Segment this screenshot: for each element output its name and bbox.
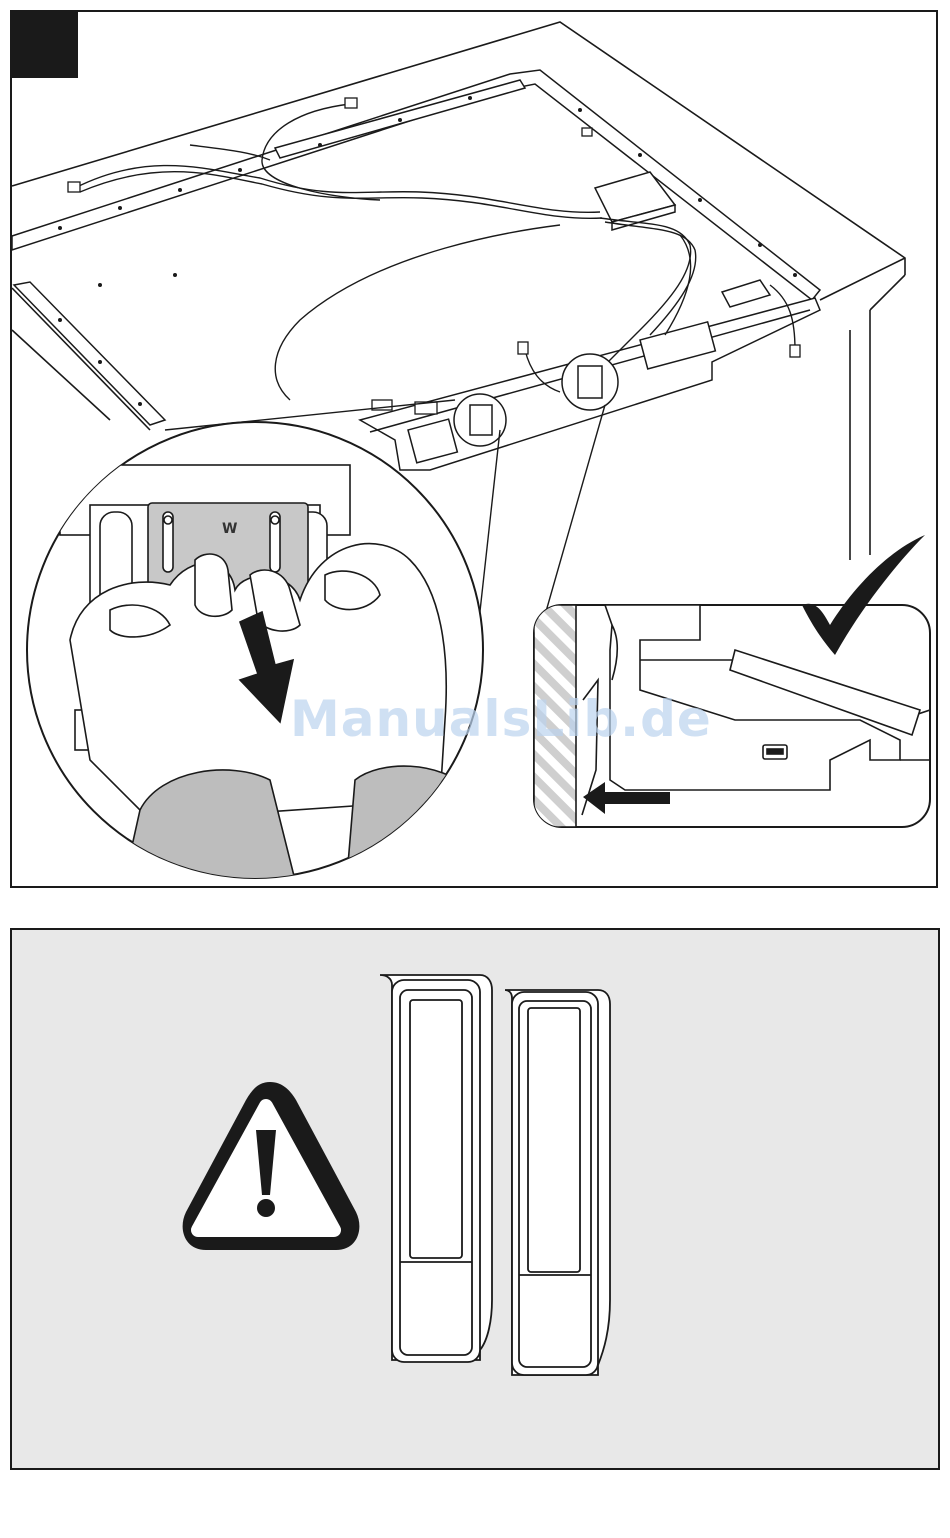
side-cover-left bbox=[380, 975, 492, 1362]
side-cover-right bbox=[505, 990, 610, 1375]
warning-triangle-icon bbox=[183, 1082, 360, 1250]
